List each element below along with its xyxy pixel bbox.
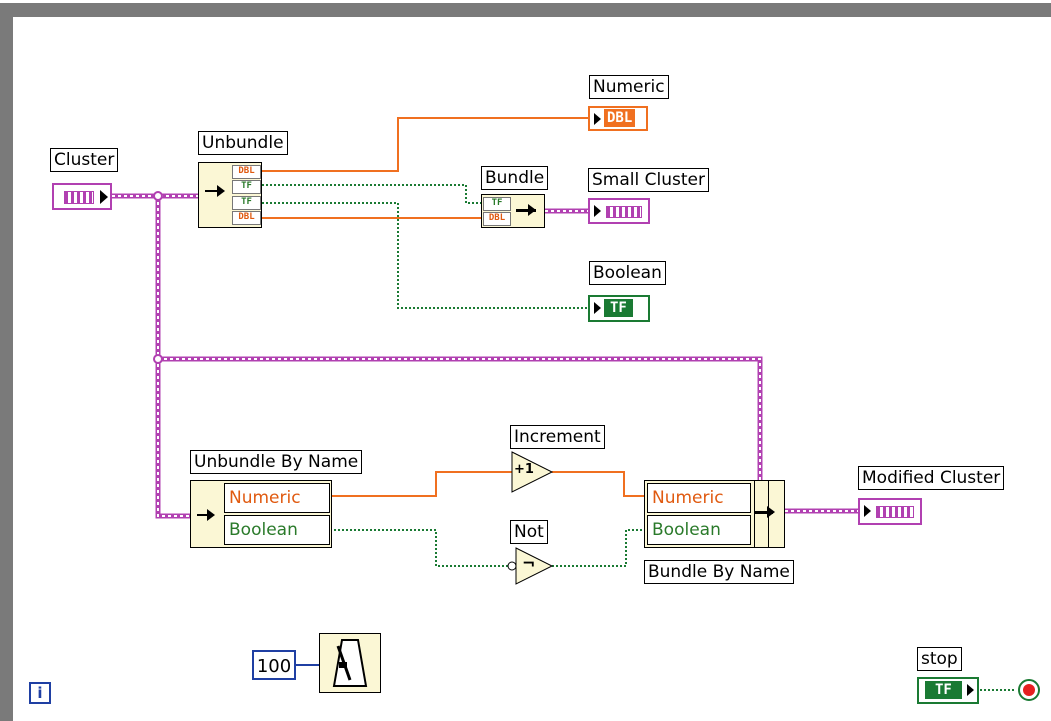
small-cluster-label: Small Cluster <box>588 168 709 192</box>
wire-junction <box>153 354 163 364</box>
small-cluster-indicator[interactable] <box>588 198 650 224</box>
stop-control-type: TF <box>925 681 962 699</box>
output-arrow-icon <box>755 511 773 514</box>
bundle-by-name-row-numeric[interactable]: Numeric <box>647 483 751 513</box>
cluster-icon <box>64 191 94 204</box>
increment-label: Increment <box>510 425 605 449</box>
metronome-icon <box>332 639 368 687</box>
iteration-terminal-icon[interactable]: i <box>29 682 51 704</box>
bundle-terminal-dbl[interactable]: DBL <box>483 212 511 226</box>
cluster-control[interactable] <box>52 183 112 210</box>
increment-symbol: +1 <box>514 462 534 477</box>
wait-wire <box>296 664 320 666</box>
numeric-indicator[interactable]: DBL <box>588 106 648 131</box>
wait-constant[interactable]: 100 <box>252 650 296 680</box>
bundle-by-name-row-boolean[interactable]: Boolean <box>647 515 751 545</box>
bundle-by-name-node[interactable]: Numeric Boolean <box>644 480 785 548</box>
numeric-wires <box>262 117 646 497</box>
boolean-indicator[interactable]: TF <box>588 295 650 322</box>
input-arrow-icon <box>594 205 601 217</box>
not-label: Not <box>510 520 548 544</box>
stop-terminal-dot <box>1023 684 1035 696</box>
unbundle-terminal-tf-2[interactable]: TF <box>232 196 261 210</box>
numeric-label: Numeric <box>589 75 669 99</box>
input-arrow-icon <box>864 505 871 517</box>
cluster-icon <box>876 506 914 518</box>
unbundle-by-name-row-boolean[interactable]: Boolean <box>224 515 330 545</box>
wait-ms-node[interactable] <box>319 633 381 693</box>
modified-cluster-label: Modified Cluster <box>858 466 1005 490</box>
unbundle-terminal-tf-1[interactable]: TF <box>232 180 261 194</box>
unbundle-by-name-node[interactable]: Numeric Boolean <box>190 480 332 548</box>
bundle-terminal-tf[interactable]: TF <box>483 197 511 211</box>
unbundle-label: Unbundle <box>198 131 288 155</box>
output-arrow-head <box>767 506 775 518</box>
bundle-label: Bundle <box>481 166 549 190</box>
stop-label: stop <box>917 647 962 671</box>
boolean-indicator-type: TF <box>604 299 633 317</box>
input-arrow-icon <box>594 302 601 314</box>
input-arrow-icon <box>197 514 211 516</box>
output-arrow-icon <box>100 190 108 204</box>
input-arrow-icon <box>594 113 601 125</box>
output-arrow-icon <box>967 684 974 696</box>
unbundle-by-name-row-numeric[interactable]: Numeric <box>224 483 330 513</box>
unbundle-node[interactable]: DBL TF TF DBL <box>198 162 262 228</box>
bundle-node[interactable]: TF DBL <box>481 194 545 228</box>
bundle-by-name-label: Bundle By Name <box>644 560 794 584</box>
numeric-indicator-type: DBL <box>604 109 636 127</box>
increment-node[interactable] <box>511 451 554 493</box>
modified-cluster-indicator[interactable] <box>858 498 922 525</box>
input-arrow-icon <box>205 190 221 192</box>
boolean-wires <box>262 184 1016 691</box>
not-input-bubble <box>507 561 517 571</box>
input-arrow-head <box>217 185 225 197</box>
stop-control[interactable]: TF <box>917 677 979 704</box>
boolean-label: Boolean <box>589 261 666 285</box>
bundle-arrow-icon <box>516 209 536 212</box>
unbundle-terminal-dbl-1[interactable]: DBL <box>232 165 261 179</box>
unbundle-by-name-label: Unbundle By Name <box>190 450 363 474</box>
cluster-label: Cluster <box>50 148 119 172</box>
bundle-by-name-separator <box>754 481 755 547</box>
not-symbol: ¬ <box>522 554 536 573</box>
input-arrow-head <box>207 509 215 521</box>
unbundle-terminal-dbl-2[interactable]: DBL <box>232 211 261 225</box>
while-loop-frame[interactable] <box>0 3 1051 721</box>
cluster-icon <box>606 206 642 218</box>
wire-junction <box>153 191 163 201</box>
bundle-arrow-head <box>528 204 536 216</box>
